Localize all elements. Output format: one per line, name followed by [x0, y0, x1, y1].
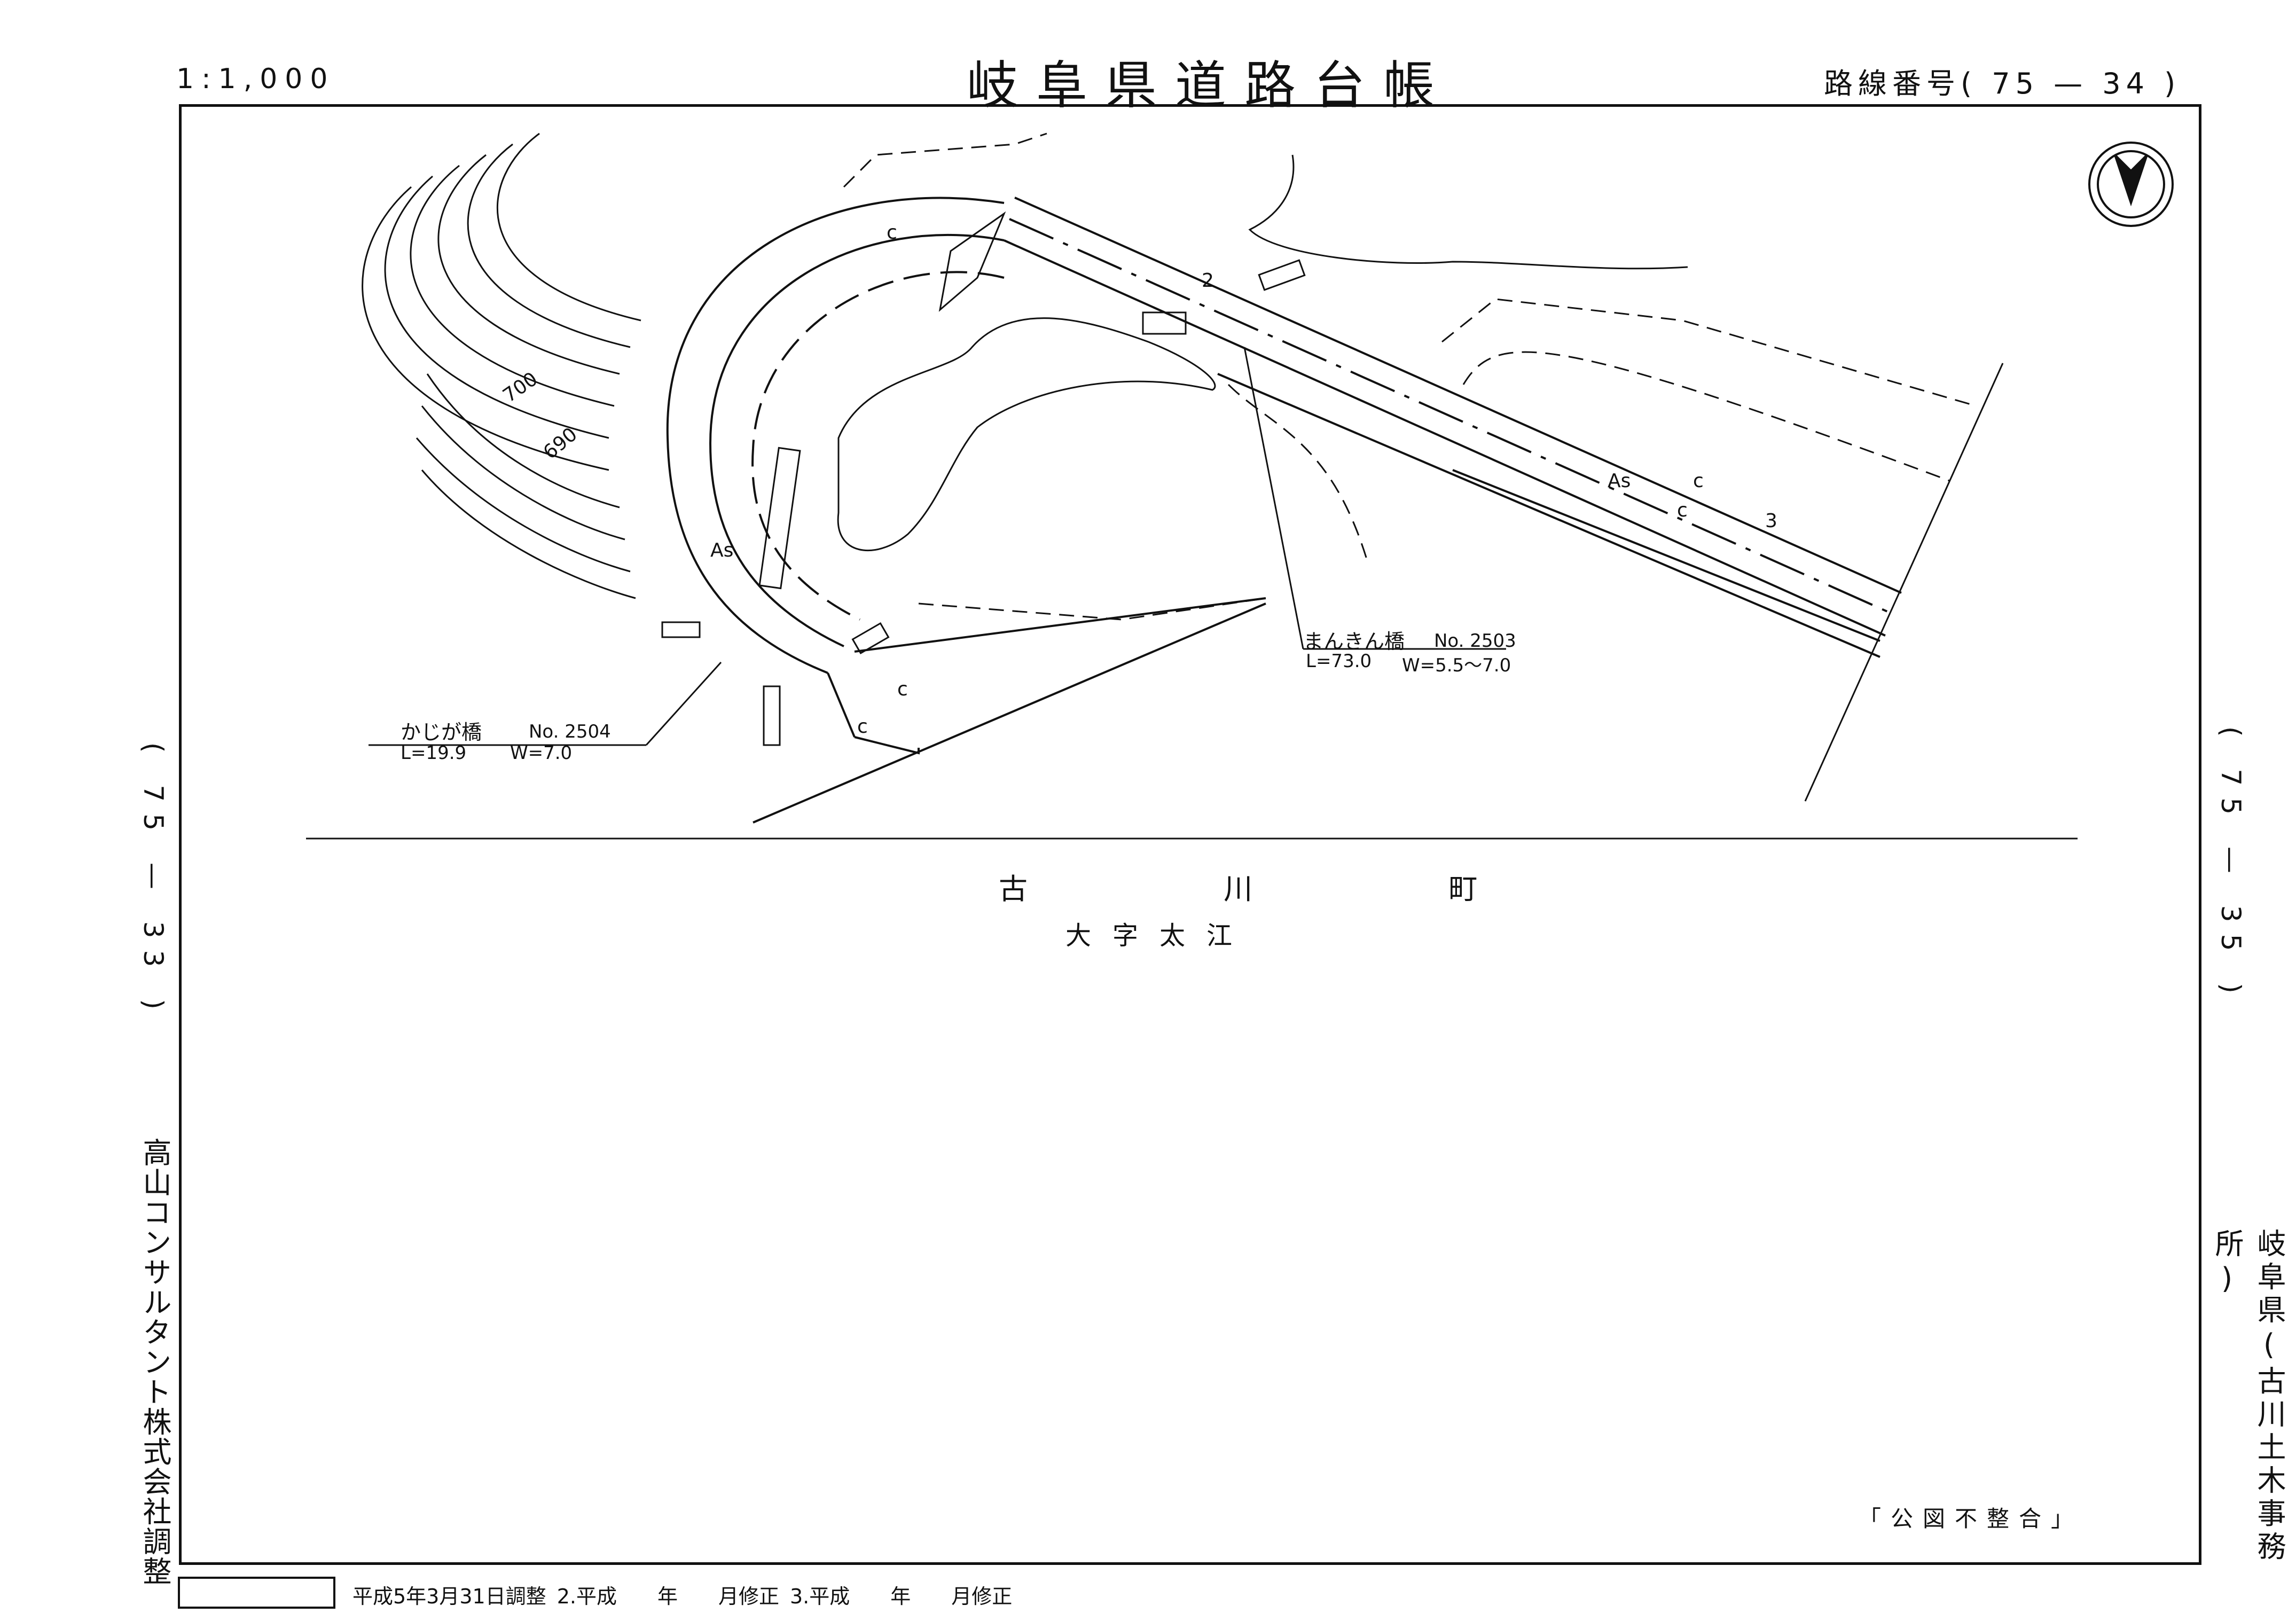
bridge-leaders	[369, 347, 1506, 746]
map-frame	[179, 104, 2201, 1565]
boundary-lines	[843, 132, 1977, 621]
straight-road	[1004, 197, 1902, 658]
bridge-number-mankin: No. 2503	[1434, 630, 1516, 652]
bridge-structures	[661, 211, 1306, 746]
bridge-width-mankin: W=5.5～7.0	[1402, 655, 1511, 676]
stamp-box	[178, 1577, 335, 1609]
map-notice: 「公図不整合」	[1859, 1506, 2083, 1532]
revision-entry: 平成5年3月31日調整	[352, 1585, 546, 1608]
north-arrow-icon	[2088, 142, 2174, 227]
revision-entry: 2.平成 年 月修正	[557, 1585, 779, 1608]
lower-road	[753, 597, 1266, 824]
surface-label: As	[710, 539, 734, 561]
curb-label: c	[1693, 470, 1704, 492]
curved-road	[666, 197, 1005, 674]
bridge-length-mankin: L=73.0	[1306, 651, 1372, 672]
route-number: 路線番号( 75 — 34 )	[1824, 67, 2181, 100]
adjacent-sheet-right: ( 75 — 35 )	[2215, 726, 2246, 1005]
bridge-number-kajiga: No. 2504	[529, 721, 611, 742]
bridge-name-kajiga: かじが橋	[401, 721, 482, 744]
town-name: 古 川 町	[999, 872, 1571, 906]
bridge-width-kajiga: W=7.0	[510, 742, 573, 764]
bridge-name-mankin: まんきん橋	[1303, 630, 1405, 653]
adjacent-sheet-left: ( 75 — 33 )	[138, 742, 169, 1021]
curb-label: c	[857, 716, 868, 738]
river	[837, 154, 1688, 551]
district-name: 大字太江	[1065, 921, 1254, 951]
curb-label: c	[887, 222, 897, 244]
surface-label: As	[1608, 470, 1631, 492]
curb-label: c	[897, 678, 908, 700]
contour-lines	[362, 132, 641, 599]
issuing-office: 岐阜県(古川土木事務所)	[2210, 1228, 2286, 1564]
curb-label: c	[1677, 499, 1688, 521]
surveyor-company: 高山コンサルタント株式会社調整	[138, 1138, 171, 1586]
revision-history: 平成5年3月31日調整 2.平成 年 月修正 3.平成 年 月修正	[352, 1580, 1012, 1609]
bridge-length-kajiga: L=19.9	[401, 742, 467, 764]
revision-entry: 3.平成 年 月修正	[789, 1585, 1013, 1608]
width-label: 3	[1765, 510, 1777, 532]
map-scale: 1:1,000	[176, 63, 335, 95]
width-label: 2	[1202, 270, 1214, 292]
parcel-line	[1804, 363, 2004, 802]
